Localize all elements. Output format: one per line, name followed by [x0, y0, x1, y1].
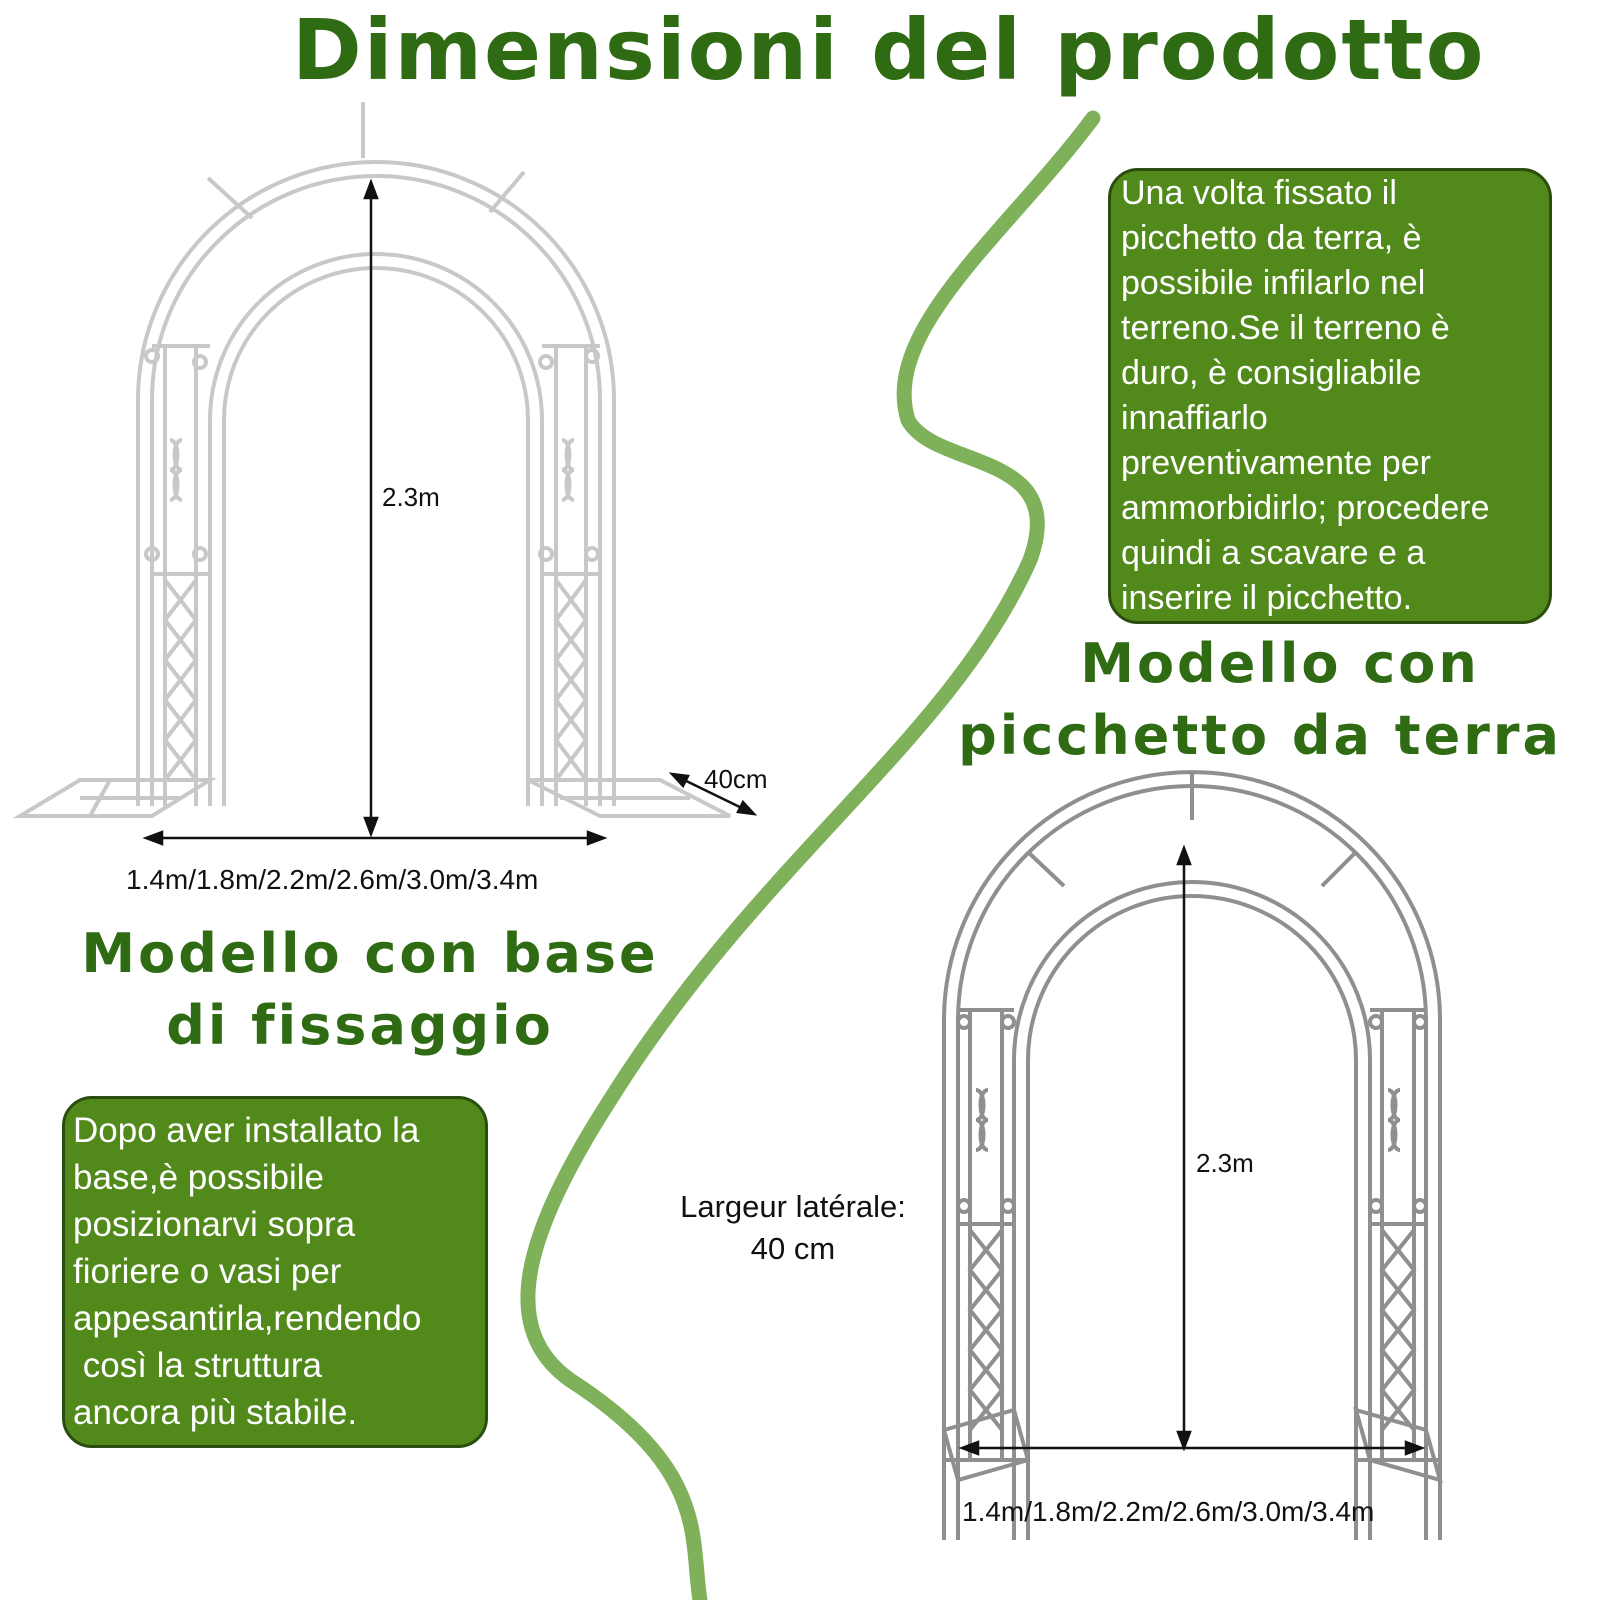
description-line: Una volta fissato il — [1121, 174, 1397, 212]
description-line: Dopo aver installato la — [73, 1111, 420, 1150]
base-model-heading: Modello con base di fissaggio — [30, 918, 710, 1062]
base-model-description: Dopo aver installato la base,è possibile… — [62, 1096, 488, 1448]
description-line: picchetto da terra, è — [1121, 219, 1422, 257]
page-title: Dimensioni del prodotto — [292, 1, 1486, 99]
stake-model-heading-line-1: Modello con — [1080, 632, 1480, 695]
description-line: duro, è consigliabile — [1121, 354, 1422, 392]
side-width-line-2: 40 cm — [750, 1231, 836, 1266]
description-line: innaffiarlo — [1121, 399, 1268, 437]
base-model-heading-line-1: Modello con base — [81, 922, 659, 985]
base-depth-label: 40cm — [704, 764, 768, 794]
stake-height-label: 2.3m — [1196, 1148, 1254, 1178]
description-line: terreno.Se il terreno è — [1121, 309, 1450, 347]
description-line: posizionarvi sopra — [73, 1205, 356, 1244]
side-width-line-1: Largeur latérale: — [680, 1189, 906, 1224]
stake-model-description: Una volta fissato il picchetto da terra,… — [1108, 168, 1552, 624]
right-dimension-arrows — [958, 844, 1426, 1456]
description-line: preventivamente per — [1121, 444, 1431, 482]
description-line: quindi a scavare e a — [1121, 534, 1426, 572]
description-line: fioriere o vasi per — [73, 1252, 342, 1291]
description-line: appesantirla,rendendo — [73, 1299, 422, 1338]
description-line: possibile infilarlo nel — [1121, 264, 1426, 302]
stake-width-label: 1.4m/1.8m/2.2m/2.6m/3.0m/3.4m — [962, 1496, 1375, 1527]
arch-with-base-illustration — [12, 102, 731, 818]
base-width-label: 1.4m/1.8m/2.2m/2.6m/3.0m/3.4m — [126, 864, 539, 895]
arch-with-stake-illustration — [941, 770, 1443, 1540]
stake-side-width-label: Largeur latérale: 40 cm — [648, 1186, 938, 1270]
description-line: base,è possibile — [73, 1158, 324, 1197]
base-model-heading-line-2: di fissaggio — [166, 994, 554, 1057]
left-dimension-arrows — [142, 178, 758, 846]
base-height-label: 2.3m — [382, 482, 440, 512]
stake-model-heading: Modello con picchetto da terra — [940, 628, 1580, 772]
stake-model-heading-line-2: picchetto da terra — [958, 704, 1562, 767]
description-line: ancora più stabile. — [73, 1393, 358, 1432]
description-line: così la struttura — [73, 1346, 322, 1385]
description-line: ammorbidirlo; procedere — [1121, 489, 1490, 527]
description-line: inserire il picchetto. — [1121, 579, 1413, 617]
